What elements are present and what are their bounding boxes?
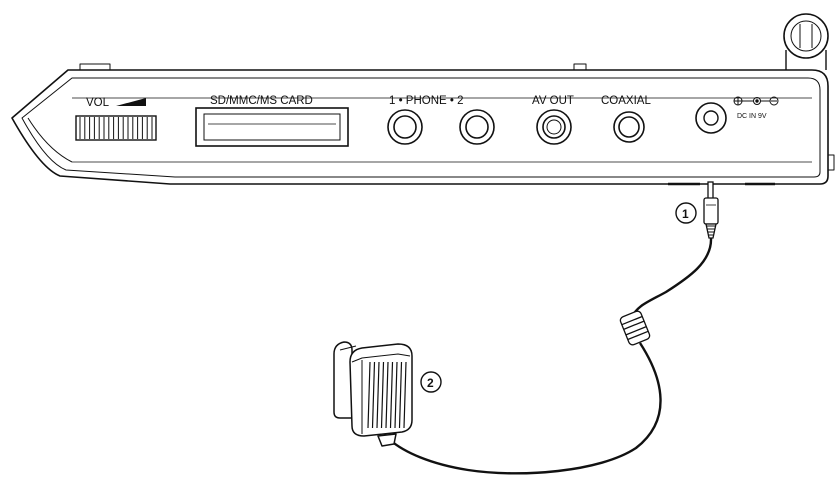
callout-2-circle	[420, 371, 442, 393]
ferrite-core	[619, 310, 651, 346]
coaxial-label: COAXIAL	[601, 95, 651, 107]
callout-2-number: 2	[427, 376, 434, 390]
dc-plug	[703, 181, 719, 239]
card-slot	[195, 107, 349, 147]
cable-upper	[630, 237, 713, 319]
phone-jack-1	[387, 109, 423, 145]
adapter-rib	[403, 361, 407, 429]
adapter-ribs	[367, 361, 407, 429]
adapter-rib	[367, 361, 371, 429]
dc-in-jack	[695, 102, 727, 134]
av-out-label: AV OUT	[532, 95, 574, 107]
volume-label: VOL	[86, 97, 110, 109]
callout-1-circle	[675, 202, 697, 224]
plug-strain-relief	[707, 225, 715, 236]
adapter-rib	[385, 361, 389, 429]
adapter-rib	[389, 361, 394, 429]
card-slot-label: SD/MMC/MS CARD	[210, 95, 313, 107]
volume-wheel	[75, 115, 157, 141]
adapter-rib	[394, 361, 398, 429]
polarity-icon	[733, 96, 779, 106]
phone-label: 1 • PHONE • 2	[389, 95, 464, 107]
adapter-rib	[376, 361, 380, 429]
callout-1-number: 1	[682, 207, 689, 221]
av-out-jack	[536, 109, 572, 145]
adapter-rib	[371, 361, 376, 429]
phone-jack-2	[459, 109, 495, 145]
adapter-rib	[380, 361, 385, 429]
adapter-rib	[398, 361, 403, 429]
volume-ramp-icon	[116, 98, 146, 106]
coaxial-jack	[613, 111, 645, 143]
dc-in-label: DC IN 9V	[737, 113, 767, 120]
dvd-player-side-panel	[11, 63, 835, 186]
cable-lower	[389, 342, 662, 475]
hinge-knob	[783, 13, 829, 70]
